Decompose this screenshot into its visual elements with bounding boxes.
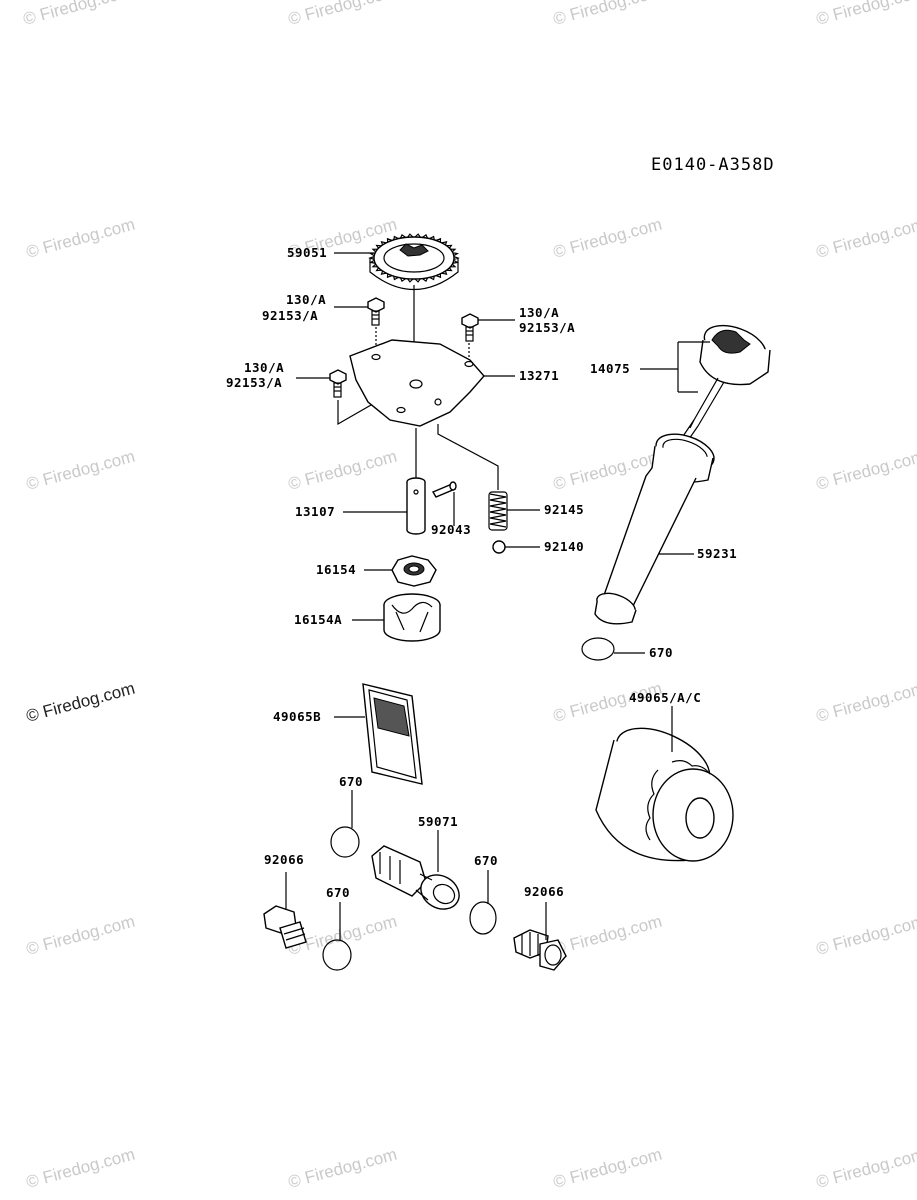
part-16154a-outer-rotor[interactable]	[383, 593, 441, 642]
part-92043-pin[interactable]	[431, 481, 457, 498]
label-92153a-1: 92153/A	[262, 308, 318, 323]
watermark: © Firedog.com	[814, 1145, 917, 1192]
part-92145-spring[interactable]	[488, 491, 508, 531]
part-49065ac-oil-filter[interactable]	[595, 715, 734, 862]
label-92066-2: 92066	[524, 884, 564, 899]
label-13271: 13271	[519, 368, 559, 383]
label-670-3: 670	[474, 853, 498, 868]
label-130a-3: 130/A	[244, 360, 284, 375]
part-670-o-ring[interactable]	[469, 901, 497, 935]
part-670-o-ring[interactable]	[581, 637, 615, 661]
part-92140-ball[interactable]	[492, 540, 506, 554]
part-670-o-ring[interactable]	[322, 939, 352, 971]
watermark: © Firedog.com	[21, 0, 134, 29]
label-92140: 92140	[544, 539, 584, 554]
label-670-4: 670	[326, 885, 350, 900]
watermark: © Firedog.com	[814, 912, 917, 959]
part-13271-cover-plate[interactable]	[349, 339, 485, 427]
label-670-1: 670	[649, 645, 673, 660]
watermark: © Firedog.com	[24, 1145, 137, 1192]
watermark: © Firedog.com	[286, 1145, 399, 1192]
watermark: © Firedog.com	[814, 447, 917, 494]
part-92066-drain-plug[interactable]	[263, 905, 307, 949]
label-130a-1: 130/A	[286, 292, 326, 307]
diagram-code: E0140-A358D	[651, 155, 775, 175]
watermark: © Firedog.com	[551, 912, 664, 959]
label-14075: 14075	[590, 361, 630, 376]
label-13107: 13107	[295, 504, 335, 519]
label-16154a: 16154A	[294, 612, 342, 627]
label-59231: 59231	[697, 546, 737, 561]
watermark: © Firedog.com	[814, 679, 917, 726]
label-92153a-2: 92153/A	[519, 320, 575, 335]
part-92066-drain-plug[interactable]	[513, 929, 567, 971]
part-130a-bolt[interactable]	[461, 313, 479, 342]
label-92043: 92043	[431, 522, 471, 537]
watermark: © Firedog.com	[24, 912, 137, 959]
part-130a-bolt[interactable]	[329, 369, 347, 398]
watermark: © Firedog.com	[814, 215, 917, 262]
part-130a-bolt[interactable]	[367, 297, 385, 326]
label-92066-1: 92066	[264, 852, 304, 867]
watermark: © Firedog.com	[24, 447, 137, 494]
part-16154-inner-rotor[interactable]	[391, 555, 437, 587]
part-49065b-strainer[interactable]	[362, 683, 423, 785]
part-59071-fitting[interactable]	[371, 845, 465, 916]
part-59231-filler-tube[interactable]	[594, 428, 719, 625]
part-13107-shaft[interactable]	[406, 477, 426, 535]
label-59051: 59051	[287, 245, 327, 260]
watermark: © Firedog.com	[551, 0, 664, 29]
label-670-2: 670	[339, 774, 363, 789]
part-14075-dipstick-cap[interactable]	[674, 318, 771, 453]
label-49065b: 49065B	[273, 709, 321, 724]
watermark: © Firedog.com	[286, 0, 399, 29]
label-92153a-3: 92153/A	[226, 375, 282, 390]
watermark: © Firedog.com	[551, 1145, 664, 1192]
label-130a-2: 130/A	[519, 305, 559, 320]
label-49065ac: 49065/A/C	[629, 690, 701, 705]
part-59051-gear[interactable]	[368, 233, 460, 290]
label-59071: 59071	[418, 814, 458, 829]
watermark: © Firedog.com	[24, 215, 137, 262]
watermarks: © Firedog.com © Firedog.com © Firedog.co…	[21, 0, 917, 1192]
label-16154: 16154	[316, 562, 356, 577]
watermark: © Firedog.com	[551, 215, 664, 262]
part-670-o-ring[interactable]	[330, 826, 360, 858]
watermark: © Firedog.com	[24, 679, 137, 726]
watermark: © Firedog.com	[286, 447, 399, 494]
watermark: © Firedog.com	[814, 0, 917, 29]
label-92145: 92145	[544, 502, 584, 517]
